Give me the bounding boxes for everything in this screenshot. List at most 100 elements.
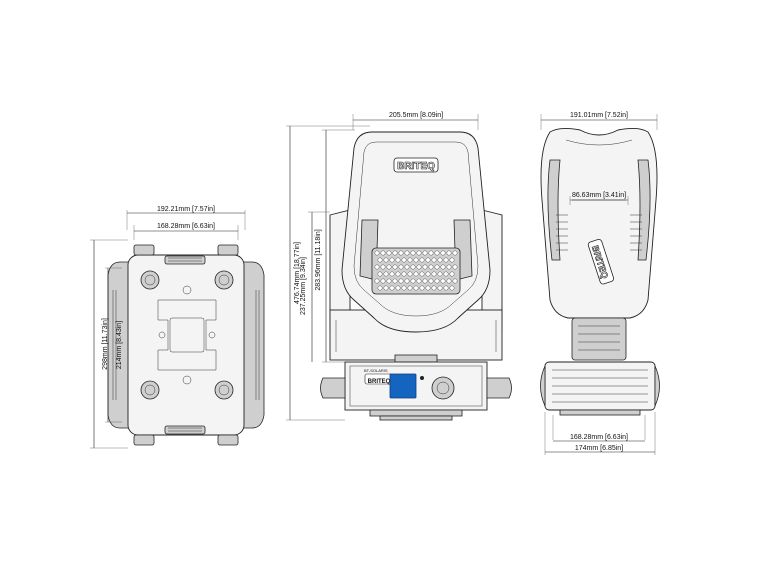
- grille-hole: [443, 271, 449, 277]
- grille-hole: [404, 278, 410, 284]
- grille-hole: [443, 285, 449, 291]
- brand-logo-front: BRITEQ: [397, 161, 435, 172]
- dim-label-front-head-inner: 237.25mm [9.34in]: [300, 257, 307, 315]
- grille-hole: [407, 285, 413, 291]
- grille-hole: [437, 257, 443, 263]
- grille-hole: [401, 285, 407, 291]
- grille-hole: [449, 257, 455, 263]
- lcd-screen: [389, 373, 417, 399]
- grille-hole: [434, 278, 440, 284]
- grille-hole: [416, 264, 422, 270]
- grille-hole: [431, 271, 437, 277]
- grille-hole: [377, 271, 383, 277]
- grille-hole: [395, 285, 401, 291]
- front-view: 205.5mm [8.09in] BRITEQ BRITEQ: [286, 112, 512, 421]
- side-view: 191.01mm [7.52in] 86.63mm [3.41in] BRITE…: [540, 112, 660, 455]
- grille-hole: [446, 264, 452, 270]
- grille-hole: [413, 285, 419, 291]
- grille-hole: [383, 257, 389, 263]
- grille-hole: [431, 285, 437, 291]
- grille-hole: [380, 278, 386, 284]
- side-head: [540, 127, 658, 319]
- grille-hole: [380, 264, 386, 270]
- grille-hole: [419, 285, 425, 291]
- grille-hole: [428, 250, 434, 256]
- grille-hole: [383, 285, 389, 291]
- grille-hole: [422, 264, 428, 270]
- grille-hole: [407, 257, 413, 263]
- grille-hole: [374, 264, 380, 270]
- grille-hole: [437, 285, 443, 291]
- grille-hole: [428, 264, 434, 270]
- grille-hole: [419, 257, 425, 263]
- grille-hole: [383, 271, 389, 277]
- grille-hole: [428, 278, 434, 284]
- dim-label-left-inner-width: 168.28mm [6.63in]: [157, 223, 215, 230]
- brand-logo-base: BRITEQ: [368, 379, 391, 385]
- grille-hole: [377, 257, 383, 263]
- grille-hole: [392, 278, 398, 284]
- dim-label-left-outer-width: 192.21mm [7.57in]: [157, 206, 215, 213]
- grille-hole: [440, 278, 446, 284]
- dim-label-front-total-height: 476.74mm [18.77in]: [294, 242, 301, 304]
- side-neck: [571, 317, 627, 361]
- dim-label-left-inner-height: 214mm [8.43in]: [116, 321, 123, 369]
- grille-hole: [437, 271, 443, 277]
- grille-hole: [425, 257, 431, 263]
- base-bottom-view: 192.21mm [7.57in] 168.28mm [6.63in]: [90, 206, 265, 449]
- grille-hole: [395, 257, 401, 263]
- grille-hole: [410, 278, 416, 284]
- grille-hole: [398, 264, 404, 270]
- grille-hole: [398, 278, 404, 284]
- grille-hole: [398, 250, 404, 256]
- grille-hole: [425, 285, 431, 291]
- dim-label-left-outer-height: 298mm [11.73in]: [102, 318, 109, 370]
- grille-hole: [422, 250, 428, 256]
- grille-hole: [419, 271, 425, 277]
- grille-hole: [416, 250, 422, 256]
- grille-hole: [401, 257, 407, 263]
- grille-hole: [404, 264, 410, 270]
- grille-holes: [374, 250, 458, 291]
- grille-hole: [452, 278, 458, 284]
- dim-label-side-handle-width: 86.63mm [3.41in]: [572, 192, 626, 199]
- grille-hole: [434, 264, 440, 270]
- grille-hole: [389, 285, 395, 291]
- grille-hole: [392, 264, 398, 270]
- grille-hole: [449, 285, 455, 291]
- grille-hole: [452, 264, 458, 270]
- grille-hole: [386, 250, 392, 256]
- grille-hole: [416, 278, 422, 284]
- grille-hole: [443, 257, 449, 263]
- grille-hole: [386, 278, 392, 284]
- grille-hole: [431, 257, 437, 263]
- dim-label-side-base-outer: 174mm [6.85in]: [575, 445, 623, 452]
- grille-hole: [425, 271, 431, 277]
- grille-hole: [413, 271, 419, 277]
- grille-hole: [389, 257, 395, 263]
- grille-hole: [386, 264, 392, 270]
- grille-hole: [449, 271, 455, 277]
- grille-hole: [410, 250, 416, 256]
- grille-hole: [446, 250, 452, 256]
- control-knob: [431, 376, 455, 400]
- grille-hole: [422, 278, 428, 284]
- grille-hole: [374, 250, 380, 256]
- grille-hole: [392, 250, 398, 256]
- grille-hole: [404, 250, 410, 256]
- grille-hole: [377, 285, 383, 291]
- dim-label-side-head-width: 191.01mm [7.52in]: [570, 112, 628, 119]
- grille-hole: [413, 257, 419, 263]
- grille-hole: [410, 264, 416, 270]
- grille-hole: [374, 278, 380, 284]
- grille-hole: [446, 278, 452, 284]
- grille-hole: [395, 271, 401, 277]
- grille-hole: [407, 271, 413, 277]
- dim-label-front-head-width: 205.5mm [8.09in]: [389, 112, 443, 119]
- grille-hole: [440, 264, 446, 270]
- dim-label-side-base-inner: 168.28mm [6.63in]: [570, 434, 628, 441]
- grille-hole: [389, 271, 395, 277]
- model-label: BT-SOLARIS: [364, 368, 388, 373]
- dim-label-front-head-height: 283.96mm [11.18in]: [315, 229, 322, 290]
